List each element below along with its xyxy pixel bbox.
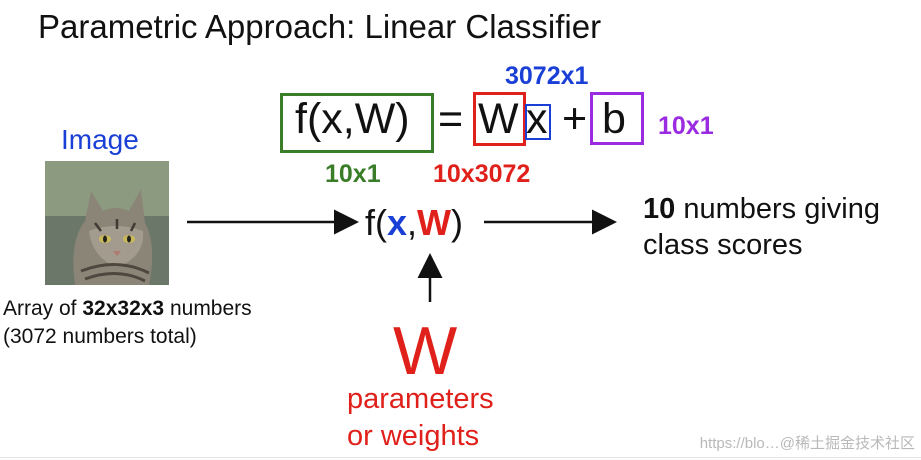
equation-w: W	[478, 95, 519, 143]
equation-plus: +	[562, 95, 588, 143]
output-line2: class scores	[643, 229, 803, 261]
equation-equals: =	[438, 95, 464, 143]
weights-symbol: W	[393, 313, 458, 389]
parameters-label-line1: parameters	[347, 383, 494, 415]
b-dimension-label: 10x1	[658, 112, 714, 140]
b-bias-box	[590, 92, 644, 145]
cat-image	[45, 161, 169, 285]
center-function: f(x,W)	[365, 202, 464, 243]
image-caption-line1: Array of 32x32x3 numbers	[3, 297, 252, 320]
x-dimension-label: 3072x1	[505, 62, 589, 90]
f-dimension-label: 10x1	[325, 160, 381, 188]
image-label: Image	[61, 124, 139, 155]
parameters-label-line2: or weights	[347, 420, 480, 452]
x-vector-box	[525, 104, 551, 140]
output-line1: 10 numbers giving	[643, 193, 880, 225]
equation-x: x	[526, 95, 548, 143]
equation-b: b	[602, 95, 626, 143]
bottom-divider	[0, 457, 921, 458]
watermark-text: https://blo…@稀土掘金技术社区	[699, 435, 915, 452]
w-dimension-label: 10x3072	[433, 160, 531, 188]
image-caption-line2: (3072 numbers total)	[3, 325, 197, 348]
f-output-box	[280, 93, 434, 153]
equation-lhs: f(x,W)	[295, 95, 410, 143]
slide-title: Parametric Approach: Linear Classifier	[38, 8, 602, 45]
w-matrix-box	[473, 92, 526, 146]
